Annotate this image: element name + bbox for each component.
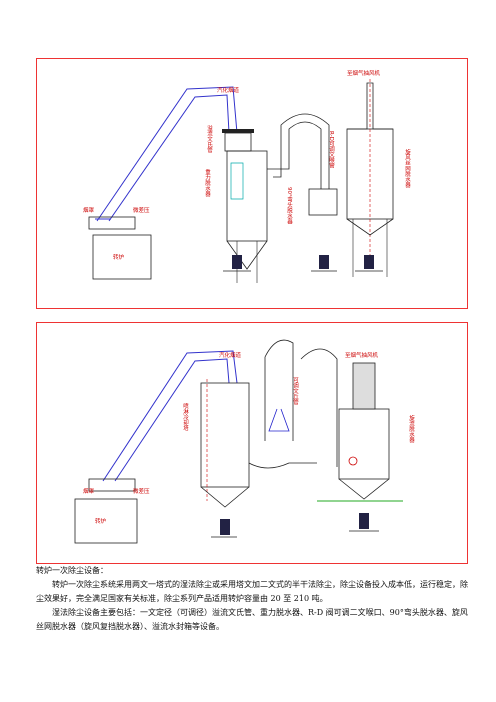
description-text: 转炉一次除尘设备： 转炉一次除尘系统采用两文一塔式的湿法除尘或采用塔文加二文式的… xyxy=(36,564,468,634)
label-rd: R-D可调文喉管 xyxy=(328,131,335,170)
label-furnace: 转炉 xyxy=(95,517,107,525)
label-flue: 汽化烟道 xyxy=(217,86,240,94)
paragraph-1: 转炉一次除尘系统采用两文一塔式的湿法除尘或采用塔文加二文式的半干法除尘，除尘设备… xyxy=(36,580,468,603)
label-hood: 烟罩 xyxy=(83,487,95,495)
label-fan: 至烟气抽风机 xyxy=(347,69,381,77)
label-flue: 汽化烟道 xyxy=(219,351,242,359)
label-dehydrator: 旋流脱水器 xyxy=(408,414,415,444)
label-pressure: 微差压 xyxy=(133,206,150,214)
diagram-2-drawing: 汽化烟道 喷淋冷却塔 可调文丘管 至烟气抽风机 旋流脱水器 烟罩 微差压 转炉 xyxy=(74,339,415,544)
label-spiral: 旋风丝网脱水器 xyxy=(404,148,411,189)
label-elbow: 90°弯头脱水器 xyxy=(286,187,293,226)
label-hood: 烟罩 xyxy=(83,206,95,214)
label-fan: 至烟气抽风机 xyxy=(345,351,379,359)
label-furnace: 转炉 xyxy=(113,253,125,261)
label-gravity: 重力脱水器 xyxy=(204,168,211,198)
paragraph-2: 湿法除尘设备主要包括：一文定径（可调径）溢流文氏管、重力脱水器、R-D 阀可调二… xyxy=(36,608,468,631)
diagram-1-drawing: 汽化烟道 溢流文氏管 重力脱水器 R-D可调文喉管 至烟气抽风机 90°弯头脱水… xyxy=(83,69,411,283)
figure-1-wet-dedusting-diagram: 汽化烟道 溢流文氏管 重力脱水器 R-D可调文喉管 至烟气抽风机 90°弯头脱水… xyxy=(36,58,468,309)
label-spray: 喷淋冷却塔 xyxy=(182,402,189,432)
label-cyclone: 溢流文氏管 xyxy=(206,124,213,154)
figure-2-semi-dry-dedusting-diagram: 汽化烟道 喷淋冷却塔 可调文丘管 至烟气抽风机 旋流脱水器 烟罩 微差压 转炉 xyxy=(36,322,468,564)
label-venturi: 可调文丘管 xyxy=(292,377,299,406)
label-pressure: 微差压 xyxy=(133,487,150,495)
section-heading: 转炉一次除尘设备： xyxy=(36,566,108,575)
